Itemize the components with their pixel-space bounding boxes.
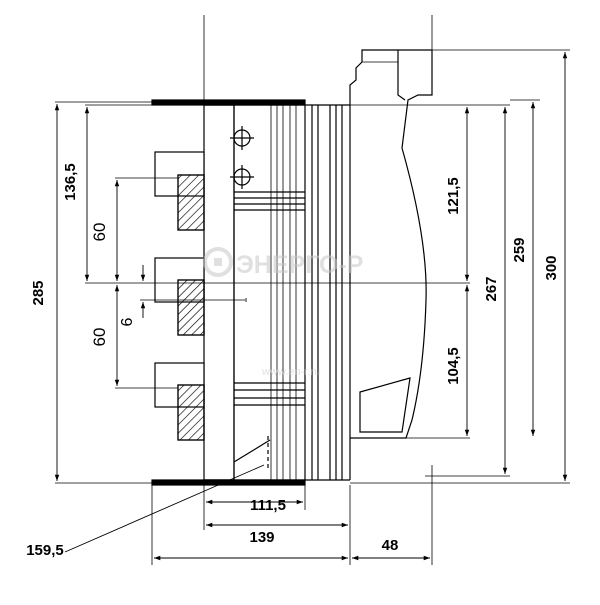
label-139: 139 <box>249 529 274 546</box>
back-panel <box>203 104 235 481</box>
watermark: ЭНЕРГО-Р www.en-r.ru <box>203 247 363 378</box>
watermark-site: www.en-r.ru <box>261 366 320 378</box>
label-267: 267 <box>483 276 500 301</box>
label-104_5: 104,5 <box>445 347 462 385</box>
label-48: 48 <box>382 537 399 554</box>
leader-159_5 <box>64 464 265 553</box>
label-60-bottom: 60 <box>90 328 109 347</box>
device-body <box>151 99 351 486</box>
screw-icon <box>230 126 254 189</box>
dimension-labels: 285 136,5 60 60 6 121,5 104,5 267 259 30… <box>26 163 560 559</box>
label-136_5: 136,5 <box>62 163 79 201</box>
watermark-brand: ЭНЕРГО-Р <box>236 251 363 279</box>
label-121_5: 121,5 <box>445 177 462 215</box>
extension-lines <box>55 15 570 565</box>
inspection-window <box>359 377 411 433</box>
terminal-middle <box>154 257 205 336</box>
label-6: 6 <box>119 317 136 326</box>
terminal-bottom <box>154 362 205 441</box>
fuse-cover <box>349 49 433 439</box>
label-285: 285 <box>30 280 47 305</box>
label-300: 300 <box>543 255 560 280</box>
label-60-top: 60 <box>90 223 109 242</box>
dimension-lines <box>54 52 568 561</box>
label-159_5: 159,5 <box>26 542 64 559</box>
label-111_5: 111,5 <box>250 497 286 514</box>
label-259: 259 <box>511 237 528 262</box>
terminal-top <box>154 151 205 231</box>
top-mounting-plate <box>151 99 306 106</box>
brand-logo-icon <box>203 247 233 277</box>
